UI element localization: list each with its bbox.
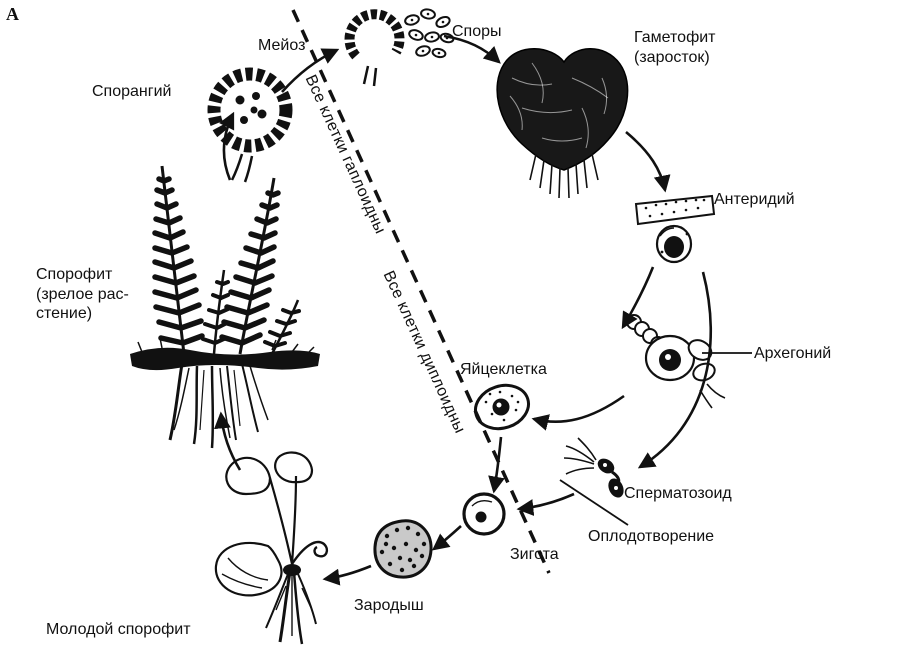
young-sporophyte-roots [275,574,313,636]
label-spores: Споры [452,23,502,40]
fern-frond-center [201,280,230,345]
antheridium-illustration [634,194,716,264]
fern-frond-right [219,190,281,346]
arrow-embryo-to-young-sporophyte [322,564,372,586]
label-egg: Яйцеклетка [460,361,547,378]
fern-rhizome [130,347,320,371]
mature-sporophyte-illustration [130,165,320,449]
label-sperm: Сперматозоид [624,485,732,502]
fiddlehead [291,540,329,565]
arrow-sperm-to-zygote [516,492,575,516]
fern-frond-left [152,176,205,346]
arrow-spores-to-gametophyte [443,34,501,64]
archegonium-illustration [626,314,726,409]
label-archegonium: Архегоний [754,345,832,362]
sperm-flagella [563,437,597,475]
sperm-illustration [563,437,624,498]
arrow-antheridium-to-archegonium [621,266,655,330]
arrow-archegonium-to-egg [531,394,625,431]
gametophyte-rhizoids [529,153,599,199]
arrow-zygote-to-embryo [431,525,462,551]
arrow-gametophyte-to-antheridium [625,131,671,193]
label-fertilization: Оплодотворение [588,528,715,545]
label-antheridium: Антеридий [714,191,795,208]
label-gametophyte: Гаметофит (заросток) [634,29,716,66]
label-young-sporophyte: Молодой спорофит [46,621,191,638]
arrow-meiosis-sporangium-to-spores [281,48,340,93]
label-sporangium: Спорангий [92,83,172,100]
label-meiosis: Мейоз [258,37,306,54]
embryo-illustration [373,519,433,579]
gametophyte-illustration [496,48,629,199]
fertilization-pointer-line [559,479,629,526]
young-sporophyte-illustration [214,451,329,645]
panel-letter: А [6,4,19,24]
fern-roots [199,369,241,431]
arrow-fern-to-sporangium [219,111,235,181]
fern-frond-small [263,308,301,348]
egg-cell-illustration [474,383,530,431]
haploid-diploid-divider [291,9,551,574]
label-zygote: Зигота [510,546,559,563]
label-embryo: Зародыш [354,597,424,614]
arrow-young-to-mature-sporophyte [214,411,242,471]
gametophyte-cell-texture [509,62,609,149]
arrow-to-sperm [637,271,713,469]
sporangium-stalk [230,153,254,183]
arrow-egg-to-zygote [488,436,505,494]
spores-illustration [344,8,455,87]
label-sporophyte: Спорофит (зрелое рас- стение) [36,266,129,323]
zygote-illustration [462,492,506,536]
